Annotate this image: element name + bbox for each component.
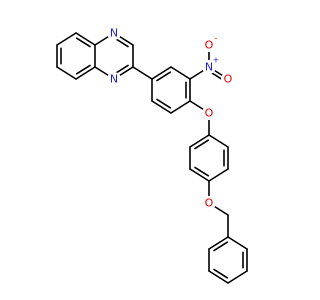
double-bond-inner-line [213,268,229,279]
ether-oxygen-atom-1: O [202,106,216,120]
atom-symbol: N [110,73,118,86]
charge-sign: + [213,56,220,65]
single-bond [56,66,77,80]
molecule-diagram: NNN+O-OOO [56,26,248,284]
nitrogen-atom-1: N [107,26,121,40]
nitro-nitrogen-atom: N+ [202,56,220,74]
atom-symbol: O [205,39,214,52]
double-bond [189,134,210,148]
atom-label-layer: NNN+O-OOO [107,26,235,210]
double-bond-inner-line [213,241,229,252]
double-bond [75,66,96,80]
single-bond [208,168,229,182]
double-bond [208,270,229,284]
double-bond [151,100,172,114]
double-bond-inner-line [194,166,210,177]
ether-oxygen-atom-2: O [202,196,216,210]
double-bond [75,32,96,46]
double-bond [208,236,229,250]
nitrogen-atom-4: N [107,72,121,86]
single-bond [170,100,191,114]
single-bond [227,236,248,250]
bond-layer [56,32,248,284]
charge-sign: - [215,34,218,43]
double-bond-inner-line [156,98,172,109]
atom-symbol: N [110,27,118,40]
single-bond [56,32,77,46]
single-bond [132,66,153,80]
double-bond-inner-line [75,37,91,48]
atom-symbol: O [224,73,233,86]
double-bond-inner-line [156,71,172,82]
atom-symbol: O [205,107,214,120]
single-bond [170,66,191,80]
double-bond [189,168,210,182]
double-bond-inner-line [75,64,91,75]
double-bond-inner-line [194,139,210,150]
nitro-oxygen-top-atom: O- [202,34,218,52]
single-bond [208,134,229,148]
double-bond [151,66,172,80]
double-bond-inner-line [113,64,129,75]
nitro-oxygen-right-atom: O [221,72,235,86]
atom-symbol: O [205,197,214,210]
single-bond [227,270,248,284]
double-bond-inner-line [113,37,129,48]
atom-symbol: N [205,61,213,74]
